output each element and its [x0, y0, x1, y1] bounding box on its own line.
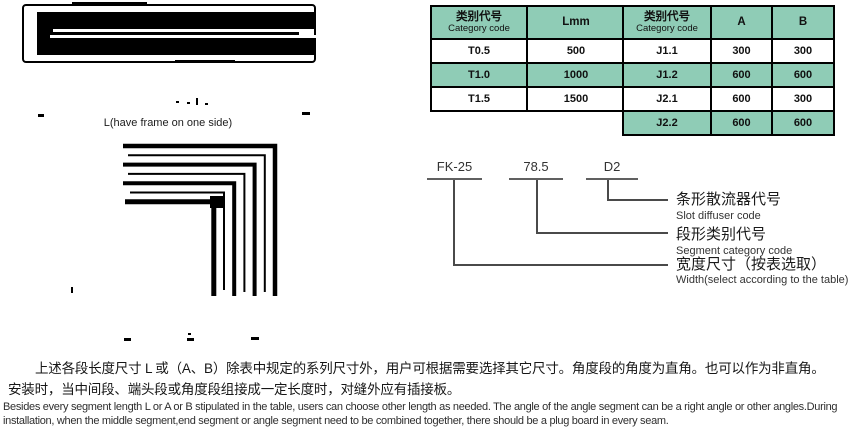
dimension-tick: [176, 101, 179, 103]
header-zh: 类别代号: [644, 11, 690, 24]
angle-inner-corner: [210, 196, 224, 208]
leader-line: [453, 264, 668, 266]
table-cell: 600: [771, 62, 835, 88]
straight-segment-drawing: [22, 4, 327, 63]
label-slot-diffuser-code-zh: 条形散流器代号: [676, 191, 782, 208]
table-row: J1.1 300 300: [622, 38, 835, 64]
dimension-tick: [196, 98, 198, 105]
leader-line: [607, 199, 668, 201]
column-header-category-code: 类别代号 Category code: [622, 5, 712, 40]
angle-segment-drawing: [123, 143, 278, 296]
table-cell: 500: [526, 38, 626, 64]
table-cell: 600: [710, 86, 773, 112]
angle-band-lines: [123, 143, 278, 296]
column-header-b: B: [771, 5, 835, 40]
diffuser-slot-body: [37, 12, 327, 55]
table-cell: T0.5: [430, 38, 528, 64]
dimension-arrow-mark: [251, 337, 259, 340]
scan-artifact-mark: [175, 60, 235, 63]
table-cell: 300: [771, 86, 835, 112]
diffuser-slot-notch: [299, 29, 314, 38]
code-underline: [586, 178, 638, 180]
code-part-diffuser: D2: [603, 159, 621, 174]
table-cell: 600: [710, 62, 773, 88]
note-zh-line1: 上述各段长度尺寸 L 或（A、B）除表中规定的系列尺寸外，用户可根据需要选择其它…: [35, 361, 825, 376]
straight-segment-label: L(have frame on one side): [103, 117, 233, 129]
column-header-lmm: Lmm: [526, 5, 626, 40]
dimension-arrow-mark: [302, 112, 310, 115]
header-en: Category code: [448, 23, 510, 35]
note-en-line1: Besides every segment length L or A or B…: [3, 401, 838, 413]
code-underline: [509, 178, 563, 180]
table-header-row: 类别代号 Category code Lmm: [430, 5, 626, 40]
table-cell: J2.2: [622, 110, 712, 136]
dimension-arrow-mark: [124, 338, 131, 341]
table-cell: 1000: [526, 62, 626, 88]
table-cell: T1.0: [430, 62, 528, 88]
table-cell: 300: [710, 38, 773, 64]
table-row: J2.2 600 600: [622, 110, 835, 136]
label-segment-category-code-en: Segment category code: [676, 245, 793, 257]
table-row: J1.2 600 600: [622, 62, 835, 88]
angle-table: 类别代号 Category code A B J1.1 300 300 J1.2…: [622, 5, 835, 136]
code-underline: [427, 178, 482, 180]
leader-line: [607, 180, 609, 200]
dimension-tick: [205, 103, 208, 105]
table-cell: 1500: [526, 86, 626, 112]
dimension-arrow-mark: [187, 338, 194, 341]
scan-artifact-mark: [71, 287, 73, 293]
column-header-category-code: 类别代号 Category code: [430, 5, 528, 40]
label-segment-category-code-zh: 段形类别代号: [676, 226, 767, 243]
code-part-width: FK-25: [436, 159, 473, 174]
dimension-tick: [188, 333, 191, 335]
table-row: T0.5 500: [430, 38, 626, 64]
note-en-line2: installation, when the middle segment,en…: [3, 415, 669, 427]
column-header-a: A: [710, 5, 773, 40]
label-width-zh: 宽度尺寸（按表选取）: [676, 256, 827, 273]
scan-artifact-mark: [72, 2, 147, 5]
table-cell: T1.5: [430, 86, 528, 112]
label-slot-diffuser-code-en: Slot diffuser code: [676, 210, 761, 222]
note-zh-line2: 安装时，当中间段、端头段或角度段组接成一定长度时，对缝外应有插接板。: [8, 382, 461, 397]
leader-line: [453, 180, 455, 265]
leader-line: [536, 232, 668, 234]
length-table: 类别代号 Category code Lmm T0.5 500 T1.0 100…: [430, 5, 626, 112]
label-width-en: Width(select according to the table): [676, 274, 849, 286]
table-cell: J2.1: [622, 86, 712, 112]
header-en: Category code: [636, 23, 698, 35]
table-row: J2.1 600 300: [622, 86, 835, 112]
diffuser-slot-line: [50, 35, 327, 38]
diffuser-slot-line: [53, 29, 301, 32]
table-cell: 600: [710, 110, 773, 136]
dimension-arrow-mark: [38, 114, 44, 117]
table-cell: J1.1: [622, 38, 712, 64]
table-header-row: 类别代号 Category code A B: [622, 5, 835, 40]
table-row: T1.0 1000: [430, 62, 626, 88]
table-cell: 600: [771, 110, 835, 136]
header-zh: 类别代号: [456, 11, 502, 24]
code-part-segment: 78.5: [523, 159, 549, 174]
table-row: T1.5 1500: [430, 86, 626, 112]
table-cell: 300: [771, 38, 835, 64]
table-cell: J1.2: [622, 62, 712, 88]
leader-line: [536, 180, 538, 233]
dimension-tick: [187, 102, 190, 104]
